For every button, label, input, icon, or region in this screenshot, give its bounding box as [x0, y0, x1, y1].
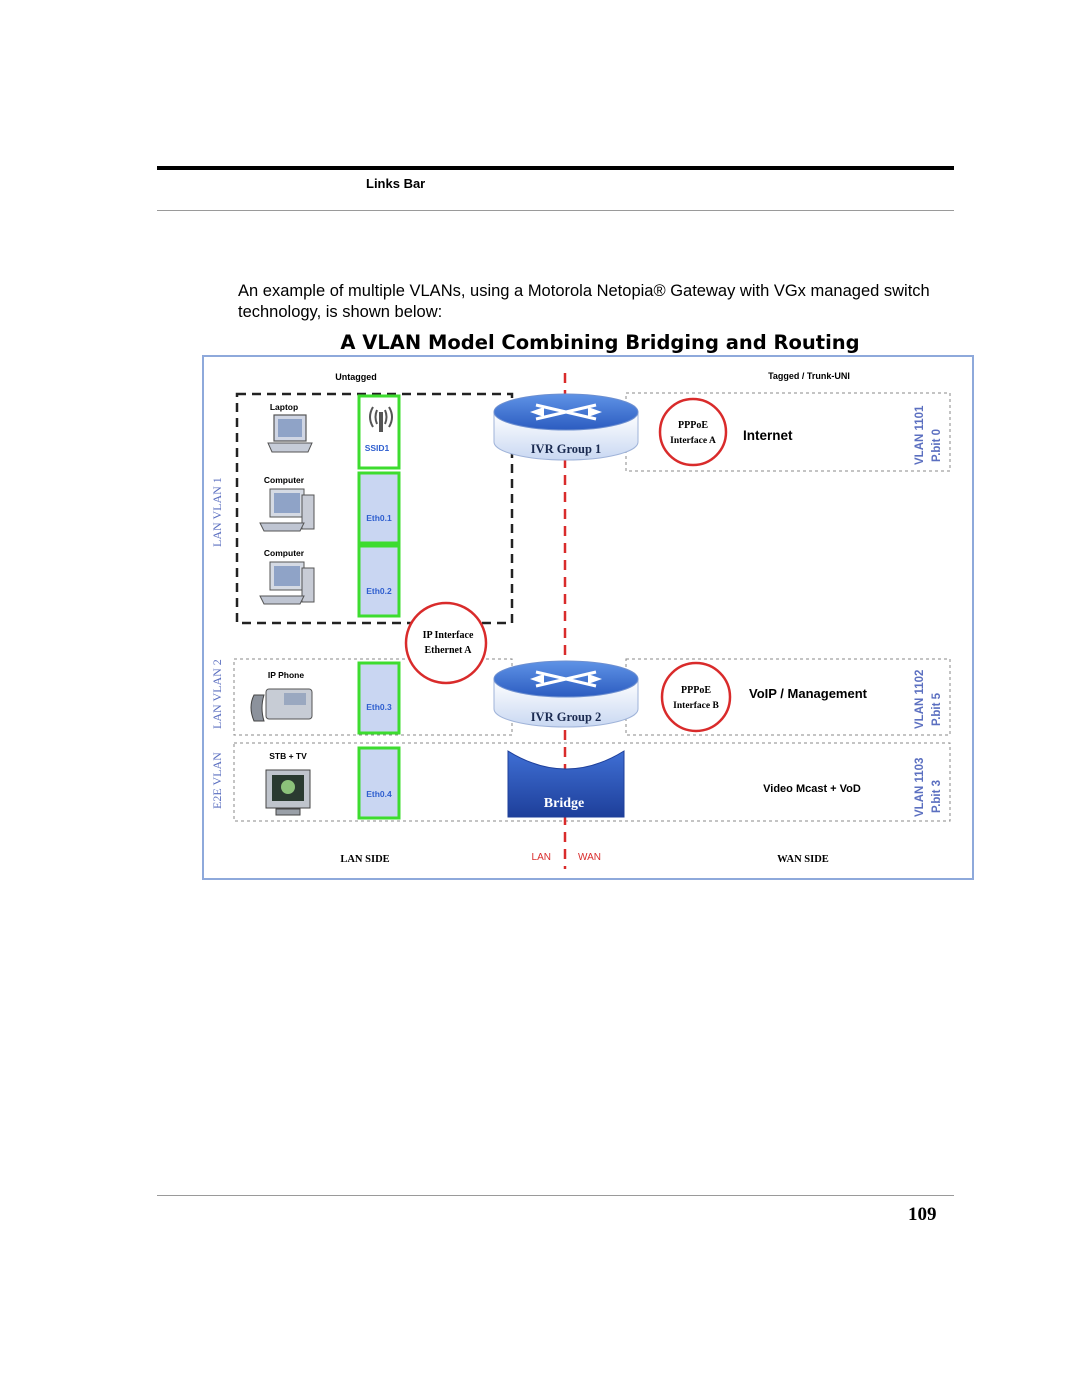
tagged-label: Tagged / Trunk-UNI	[768, 371, 850, 381]
ssid1-port: SSID1	[357, 394, 401, 470]
header-rule	[157, 166, 954, 170]
ip-interface-line1: IP Interface	[423, 630, 474, 641]
pppoe-b-circle: PPPoE Interface B	[660, 661, 732, 733]
computer2-label: Computer	[264, 548, 305, 558]
ivr-group2-label: IVR Group 2	[531, 710, 602, 724]
eth01-port: Eth0.1	[357, 471, 401, 545]
pppoe-a-line1: PPPoE	[678, 420, 708, 431]
ssid1-label: SSID1	[365, 443, 390, 453]
pbit5-label: P.bit 5	[931, 692, 943, 726]
bridge-shape: Bridge	[507, 750, 625, 818]
e2e-vlan-box	[233, 742, 951, 822]
lan-footer-label: LAN	[532, 852, 551, 863]
video-service-label: Video Mcast + VoD	[763, 783, 861, 795]
pppoe-a-line2: Interface A	[670, 436, 716, 446]
ivr-group1-label: IVR Group 1	[531, 442, 602, 456]
bridge-label: Bridge	[544, 796, 584, 811]
wan-side-label: WAN SIDE	[777, 854, 829, 865]
vlan-diagram-svg: Untagged Tagged / Trunk-UNI LAN VLAN 1 L…	[210, 371, 951, 869]
stb-tv-label: STB + TV	[269, 751, 307, 761]
eth03-port: Eth0.3	[357, 661, 401, 735]
eth02-label: Eth0.2	[366, 586, 392, 596]
ivr-group2-router: IVR Group 2	[493, 660, 639, 728]
lan-vlan1-box	[235, 392, 514, 625]
header-divider	[157, 210, 954, 211]
pbit3-label: P.bit 3	[931, 780, 943, 813]
eth03-label: Eth0.3	[366, 702, 392, 712]
pppoe-b-line2: Interface B	[673, 701, 719, 711]
figure-title: A VLAN Model Combining Bridging and Rout…	[340, 331, 860, 354]
lan-side-label: LAN SIDE	[340, 854, 389, 865]
laptop-label: Laptop	[270, 402, 298, 412]
ip-phone-icon	[250, 688, 313, 722]
footer-rule	[157, 1195, 954, 1196]
computer1-icon	[259, 488, 315, 532]
pbit0-label: P.bit 0	[931, 429, 943, 462]
eth01-label: Eth0.1	[366, 513, 392, 523]
ip-phone-label: IP Phone	[268, 670, 304, 680]
internet-service-label: Internet	[743, 428, 793, 443]
untagged-label: Untagged	[335, 372, 377, 382]
computer1-label: Computer	[264, 475, 305, 485]
pppoe-a-circle: PPPoE Interface A	[658, 397, 728, 467]
ip-interface-circle: IP Interface Ethernet A	[404, 601, 488, 685]
vlan1103-label: VLAN 1103	[914, 758, 926, 817]
intro-paragraph: An example of multiple VLANs, using a Mo…	[238, 282, 930, 321]
page-number: 109	[908, 1204, 937, 1225]
lan-vlan2-box	[233, 658, 513, 736]
wan-footer-label: WAN	[578, 852, 601, 863]
computer2-icon	[259, 561, 315, 605]
vlan1101-label: VLAN 1101	[914, 405, 926, 465]
ip-interface-line2: Ethernet A	[425, 645, 473, 656]
lan-vlan1-label: LAN VLAN 1	[210, 477, 224, 547]
ivr-group1-router: IVR Group 1	[493, 393, 639, 461]
section-header: Links Bar	[366, 176, 426, 191]
lan-vlan2-label: LAN VLAN 2	[210, 659, 224, 729]
vlan1102-label: VLAN 1102	[914, 670, 926, 729]
e2e-vlan-label: E2E VLAN	[210, 752, 224, 809]
stb-tv-icon	[265, 769, 311, 816]
vlan-diagram: Untagged Tagged / Trunk-UNI LAN VLAN 1 L…	[202, 355, 974, 880]
eth04-port: Eth0.4	[357, 746, 401, 820]
pppoe-b-line1: PPPoE	[681, 685, 711, 696]
eth04-label: Eth0.4	[366, 789, 392, 799]
eth02-port: Eth0.2	[357, 544, 401, 618]
laptop-icon	[267, 414, 313, 453]
voip-service-label: VoIP / Management	[749, 686, 868, 701]
